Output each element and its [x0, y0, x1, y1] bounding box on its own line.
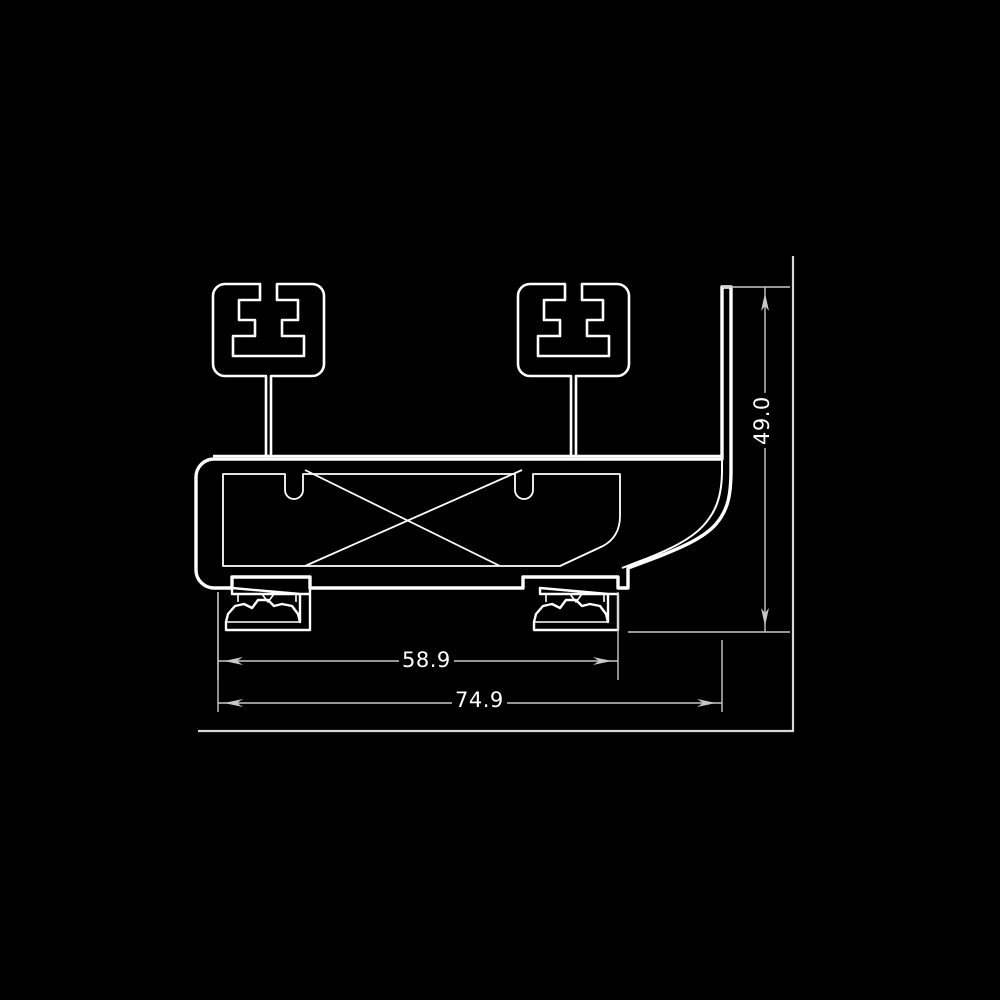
curved-outer-flange [621, 287, 723, 569]
upper-track-rail-right [516, 282, 631, 458]
main-profile-outer-outline [194, 285, 733, 590]
screw-port-channel-left [224, 586, 312, 632]
dimension-label-width-inner: 58.9 [399, 650, 454, 671]
drawing-frame [198, 256, 795, 733]
bottom-web-line [310, 568, 629, 589]
screw-port-channel-right [532, 586, 620, 632]
dimension-label-height-overall: 49.0 [750, 393, 774, 448]
upper-track-rail-left [211, 282, 326, 458]
dimension-height-overall [628, 286, 790, 633]
main-hollow-chamber-inner [222, 473, 621, 567]
hollow-void-cross-marker [304, 469, 523, 567]
dimension-label-width-overall: 74.9 [452, 690, 507, 711]
